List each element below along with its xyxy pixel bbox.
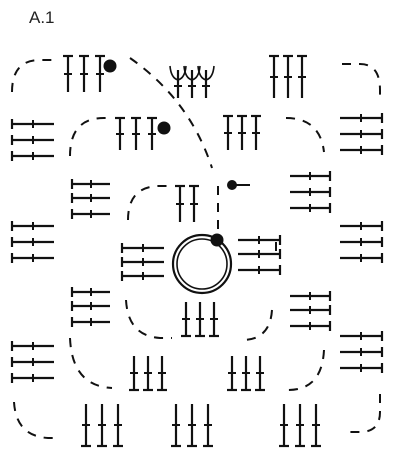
chain-stitch-path: [69, 337, 113, 389]
treble-stitch: [340, 129, 384, 139]
treble-stitch: [269, 54, 279, 98]
treble-stitch: [290, 291, 332, 301]
treble-stitch: [157, 356, 167, 392]
treble-stitch: [238, 235, 282, 245]
treble-stitch: [290, 203, 332, 213]
chain-stitch-path: [125, 299, 172, 339]
treble-stitch: [10, 357, 54, 367]
treble-stitch: [290, 171, 332, 181]
treble-stitch: [10, 237, 54, 247]
treble-stitch: [283, 54, 293, 98]
treble-stitch: [297, 54, 307, 98]
treble-stitch: [255, 356, 265, 392]
treble-stitch: [340, 221, 384, 231]
treble-stitch: [340, 363, 384, 373]
treble-stitch: [70, 193, 110, 203]
treble-stitch: [175, 184, 185, 222]
chain-stitch-path: [129, 57, 213, 169]
treble-stitch: [187, 404, 197, 448]
chain-stitch-path: [69, 117, 112, 157]
magic-ring-outer: [171, 233, 233, 295]
special-stitch-group: [103, 59, 250, 295]
treble-stitch: [97, 404, 107, 448]
treble-stitch: [113, 404, 123, 448]
chain-stitch-group: [11, 57, 381, 439]
treble-stitch: [295, 404, 305, 448]
treble-stitch: [143, 356, 153, 392]
treble-stitch: [79, 54, 89, 92]
treble-stitch: [10, 341, 54, 351]
treble-stitch: [10, 253, 54, 263]
treble-stitch: [70, 209, 110, 219]
treble-stitch: [340, 331, 384, 341]
treble-stitch: [340, 145, 384, 155]
treble-stitch: [181, 302, 191, 338]
treble-stitch: [340, 113, 384, 123]
diagram-label: A.1: [29, 8, 55, 27]
treble-stitch: [203, 404, 213, 448]
treble-stitch: [70, 287, 110, 297]
treble-stitch: [195, 302, 205, 338]
treble-stitch: [147, 116, 157, 150]
chain-stitch-path: [287, 349, 325, 391]
magic-ring-inner: [176, 238, 228, 290]
treble-stitch: [171, 404, 181, 448]
cluster-petal: [197, 65, 215, 81]
treble-stitch: [311, 404, 321, 448]
treble-stitch: [290, 305, 332, 315]
treble-stitch: [237, 114, 247, 150]
treble-stitch: [10, 151, 54, 161]
treble-stitch: [10, 221, 54, 231]
treble-stitch: [340, 253, 384, 263]
chain-stitch-path: [241, 309, 273, 341]
treble-stitch: [189, 184, 199, 222]
treble-stitch: [209, 302, 219, 338]
treble-stitch: [95, 54, 105, 92]
chain-stitch-path: [127, 185, 170, 221]
treble-stitch: [10, 119, 54, 129]
treble-stitch: [290, 187, 332, 197]
slip-stitch-dot: [227, 180, 237, 190]
chain-stitch-path: [13, 401, 56, 439]
chain-stitch-path: [11, 59, 58, 93]
treble-stitch: [238, 249, 282, 259]
treble-stitch: [120, 243, 164, 253]
treble-stitch: [279, 404, 289, 448]
treble-stitch: [10, 373, 54, 383]
treble-stitch: [290, 321, 332, 331]
treble-stitch: [251, 114, 261, 150]
chain-stitch-path: [342, 63, 381, 102]
treble-stitch: [115, 116, 125, 150]
treble-stitch: [223, 114, 233, 150]
slip-stitch-dot: [103, 59, 117, 73]
treble-stitch: [120, 257, 164, 267]
treble-stitch: [131, 116, 141, 150]
slip-stitch-dot: [157, 121, 171, 135]
treble-stitch-group: [10, 54, 384, 448]
treble-stitch: [241, 356, 251, 392]
treble-stitch: [10, 135, 54, 145]
treble-stitch: [63, 54, 73, 92]
treble-stitch: [70, 301, 110, 311]
tulip-cluster-symbol: [169, 65, 215, 98]
treble-stitch: [70, 179, 110, 189]
treble-stitch: [227, 356, 237, 392]
chain-stitch-path: [285, 117, 325, 153]
treble-stitch: [129, 356, 139, 392]
treble-stitch: [70, 317, 110, 327]
treble-stitch: [81, 404, 91, 448]
treble-stitch: [238, 265, 282, 275]
treble-stitch: [340, 237, 384, 247]
treble-stitch: [120, 271, 164, 281]
treble-stitch: [340, 347, 384, 357]
chain-stitch-path: [344, 394, 381, 433]
